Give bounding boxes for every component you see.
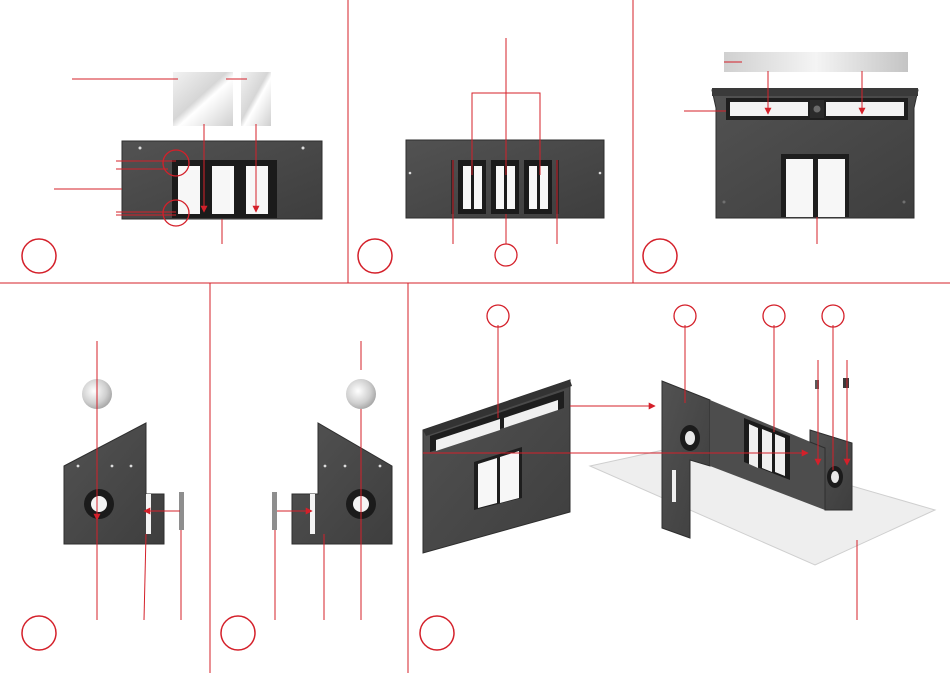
step-number-circle-1 <box>22 239 56 273</box>
detail-ref-circle-1 <box>487 305 509 327</box>
step-3-panel <box>643 52 918 273</box>
step-number-circle-2 <box>358 239 392 273</box>
step-4-panel <box>22 341 184 650</box>
step-5-panel <box>221 341 392 650</box>
glass-strip-side <box>272 492 277 530</box>
side-wall-right-panel <box>292 423 392 544</box>
detail-ref-circle-3 <box>763 305 785 327</box>
detail-marker-circle <box>495 244 517 266</box>
step-1-panel <box>22 72 322 273</box>
step-number-circle-3 <box>643 239 677 273</box>
round-glass-disc <box>346 379 376 409</box>
step-number-circle-6 <box>420 616 454 650</box>
detail-ref-circle-4 <box>822 305 844 327</box>
detail-ref-circle-2 <box>674 305 696 327</box>
step-2-panel <box>358 38 604 273</box>
small-glass-part-2 <box>843 378 849 388</box>
step-6-panel <box>420 305 935 650</box>
step-number-circle-5 <box>221 616 255 650</box>
step-number-circle-4 <box>22 616 56 650</box>
transom-glass-strip <box>724 52 908 72</box>
glass-sheet-small <box>241 72 271 126</box>
three-window-frames <box>451 160 559 214</box>
glass-sheet-large <box>173 72 233 126</box>
